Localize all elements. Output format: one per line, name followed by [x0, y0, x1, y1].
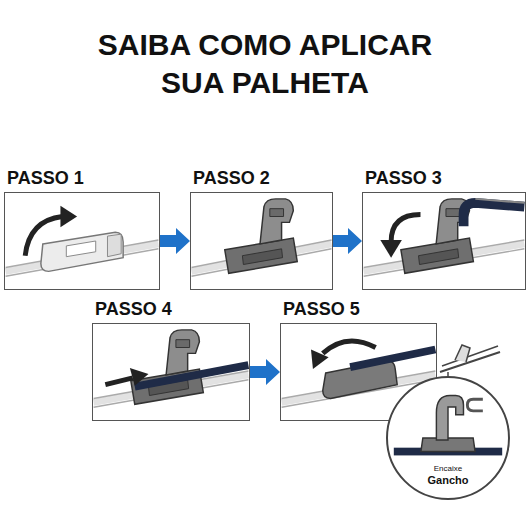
wiper-step-illustration [5, 193, 159, 289]
step-panel: PASSO 4 [92, 323, 250, 421]
drawing-path [467, 399, 482, 411]
detail-caption: EncaixeGancho [388, 464, 508, 487]
step-panel: PASSO 3 [362, 192, 526, 290]
detail-name: Gancho [388, 474, 508, 487]
step-panel: PASSO 2 [190, 192, 333, 290]
drawing-path [176, 340, 190, 348]
step-arrow [250, 359, 280, 385]
drawing-path [270, 209, 284, 217]
drawing-path [464, 203, 525, 227]
step-title: PASSO 4 [95, 299, 172, 319]
detail-label: Encaixe [388, 464, 508, 474]
step-title: PASSO 3 [365, 168, 442, 188]
step-title: PASSO 5 [283, 299, 360, 319]
drawing-g [225, 199, 297, 273]
drawing-path [475, 199, 524, 203]
step-arrow [160, 228, 190, 254]
drawing-path [391, 215, 420, 242]
step-title: PASSO 2 [193, 168, 270, 188]
drawing-path [105, 378, 132, 385]
drawing-path [446, 209, 460, 217]
drawing-path [323, 341, 376, 353]
drawing-polygon [130, 368, 149, 386]
drawing-g [131, 330, 203, 404]
wiper-step-illustration [363, 193, 525, 289]
wiper-step-illustration [191, 193, 332, 289]
step-heading: PASSO 2 [193, 168, 270, 189]
title-block: SAIBA COMO APLICAR SUA PALHETA [0, 26, 530, 102]
drawing-path [166, 330, 199, 375]
step-panel: PASSO 1 [4, 192, 160, 290]
drawing-path [135, 365, 249, 387]
drawing-path [455, 345, 470, 362]
drawing-path [41, 232, 123, 271]
wiper-step-illustration [93, 324, 249, 420]
drawing-path [442, 346, 498, 366]
drawing-polygon [311, 349, 329, 369]
step-heading: PASSO 4 [95, 299, 172, 320]
step-heading: PASSO 1 [7, 168, 84, 189]
drawing-path [242, 249, 282, 265]
drawing-path [350, 349, 435, 367]
arm-sketch [440, 345, 500, 378]
title-text: SAIBA COMO APLICAR SUA PALHETA [75, 26, 455, 102]
drawing-path [436, 395, 463, 440]
drawing-polygon [380, 240, 402, 258]
step-heading: PASSO 5 [283, 299, 360, 320]
drawing-path [440, 352, 500, 372]
step-title: PASSO 1 [7, 168, 84, 188]
drawing-path [419, 249, 459, 265]
drawing-polygon [60, 206, 77, 228]
drawing-path [260, 199, 293, 244]
drawing-path [25, 217, 62, 256]
drawing-path [107, 234, 121, 257]
detail-circle: EncaixeGancho [386, 376, 510, 500]
step-heading: PASSO 3 [365, 168, 442, 189]
step-arrow [333, 228, 362, 254]
drawing-path [66, 241, 95, 257]
